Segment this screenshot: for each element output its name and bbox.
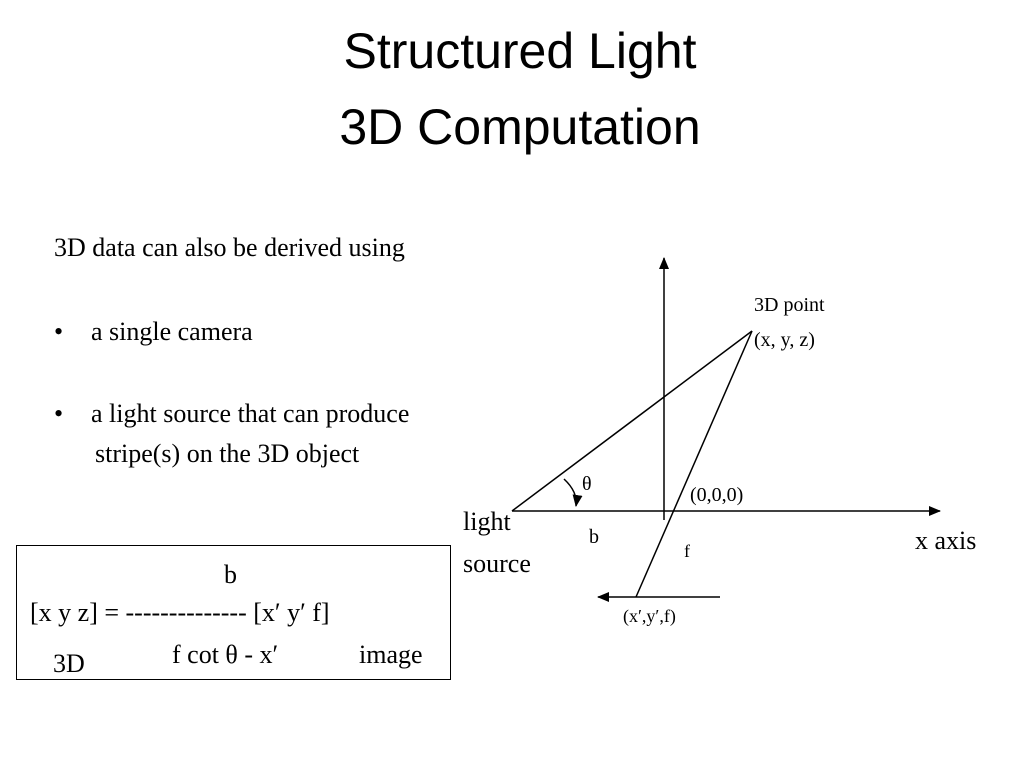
intro-lead: 3D data can also be derived using — [54, 233, 405, 262]
light-label-line2: source — [463, 549, 531, 578]
baseline-label: b — [589, 526, 599, 548]
point-coords: (x, y, z) — [754, 329, 815, 351]
x-axis-label: x axis — [915, 526, 977, 555]
formula-3d-label: 3D — [53, 649, 85, 678]
title-line-1: Structured Light — [343, 23, 697, 79]
bullet-1-text: a single camera — [91, 317, 253, 346]
formula-numerator: b — [224, 560, 237, 589]
title-line-2: 3D Computation — [339, 99, 701, 155]
point-label: 3D point — [754, 294, 825, 316]
formula-denominator: f cot θ - x′ — [172, 640, 279, 669]
camera-ray — [635, 330, 753, 598]
theta-arc — [563, 478, 583, 507]
bullet-2-text-line2: stripe(s) on the 3D object — [95, 439, 360, 468]
origin-label: (0,0,0) — [690, 484, 744, 506]
formula-image-label: image — [359, 640, 423, 669]
light-ray — [511, 330, 753, 512]
formula-main-line: [x y z] = -------------- [x′ y′ f] — [30, 598, 330, 627]
theta-label: θ — [582, 473, 592, 495]
light-label-line1: light — [463, 507, 511, 536]
bullet-1-marker: • — [54, 317, 64, 346]
bullet-2-text-line1: a light source that can produce — [91, 399, 410, 428]
focal-length-label: f — [684, 541, 690, 561]
image-point-label: (x′,y′,f) — [623, 606, 676, 626]
formula-box — [16, 545, 451, 680]
bullet-2-marker: • — [54, 399, 64, 428]
